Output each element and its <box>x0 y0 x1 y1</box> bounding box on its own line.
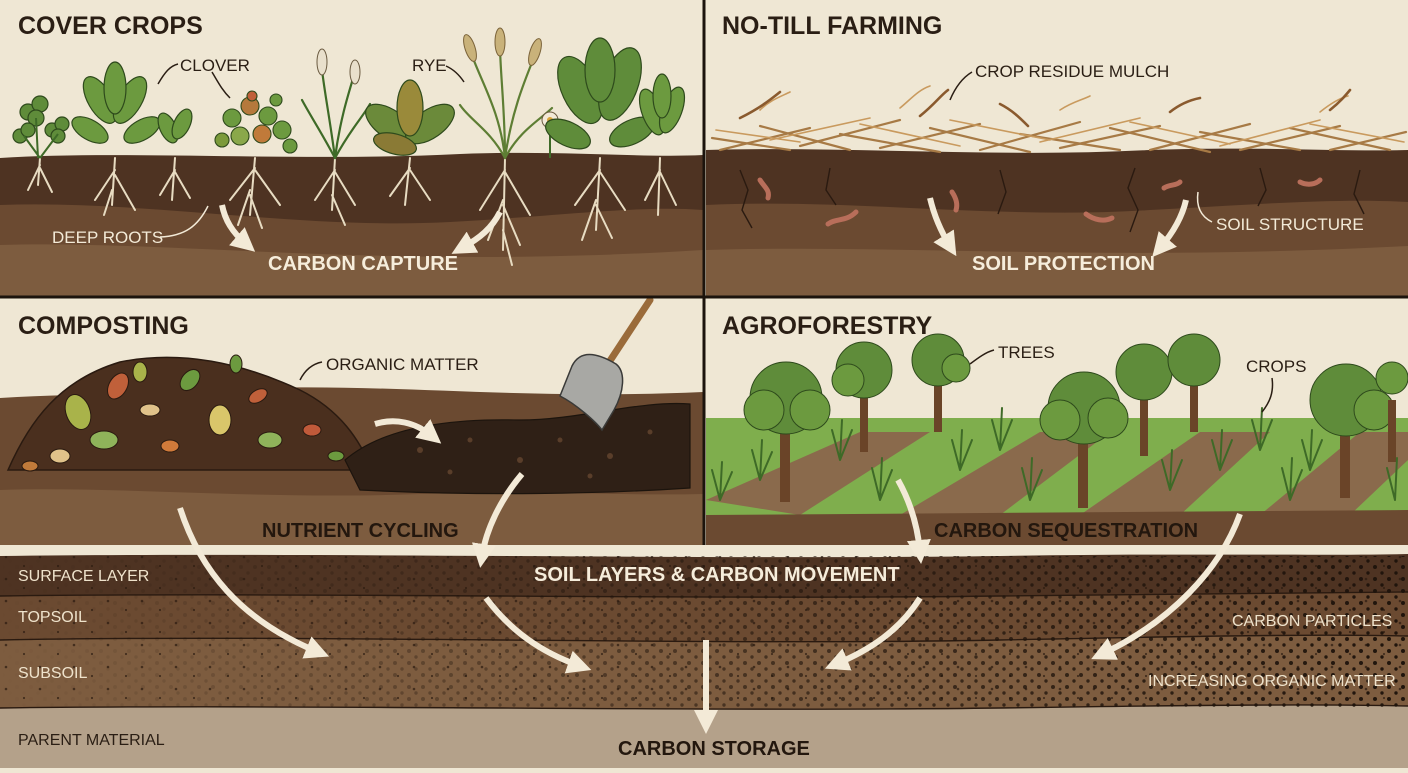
carbon-capture-caption: CARBON CAPTURE <box>268 253 458 275</box>
soil-structure-leader <box>1196 191 1213 223</box>
no-till-arrow-left <box>927 197 957 257</box>
trees-label: TREES <box>998 343 1055 362</box>
crops-leader <box>1261 377 1274 413</box>
panel-composting: COMPOSTING ORGANIC MATTER NUTRIENT CYCLI… <box>0 296 703 545</box>
cover-crops-deep-soil <box>0 244 703 296</box>
field-soil-rows <box>706 432 1408 515</box>
carbon-storage-caption: CARBON STORAGE <box>618 738 810 760</box>
carbon-sequestration-caption: CARBON SEQUESTRATION <box>934 520 1198 542</box>
shovel-icon <box>559 296 654 432</box>
clover-label: CLOVER <box>180 56 250 75</box>
panel-agroforestry: AGROFORESTRY TREES CROPS CARBON SEQUESTR… <box>706 312 1408 545</box>
subsoil-label: SUBSOIL <box>18 665 87 682</box>
panel-cover-crops: COVER CROPS CLOVER RYE DEEP ROOTS CARBON… <box>0 12 703 296</box>
organic-matter-label: ORGANIC MATTER <box>326 355 479 374</box>
agroforestry-title: AGROFORESTRY <box>722 312 933 340</box>
soil-layers-heading: SOIL LAYERS & CARBON MOVEMENT <box>534 564 900 586</box>
composting-title: COMPOSTING <box>18 312 189 340</box>
crop-roots <box>27 157 677 266</box>
surface-layer-label: SURFACE LAYER <box>18 568 149 585</box>
mulch-twigs <box>738 88 1352 128</box>
increasing-organic-matter-label: INCREASING ORGANIC MATTER <box>1148 673 1396 690</box>
trees-leader <box>969 349 995 365</box>
panel-no-till: NO-TILL FARMING CROP RESIDUE MULCH SOIL … <box>706 12 1408 296</box>
deep-roots-leader <box>159 205 209 238</box>
clover-leader-2 <box>211 71 231 99</box>
carbon-movement-arrows <box>177 472 1243 734</box>
panel-dividers <box>0 0 1408 545</box>
soil-structure-label: SOIL STRUCTURE <box>1216 215 1364 234</box>
compost-crumbs <box>417 429 653 479</box>
crop-rows <box>711 407 1398 501</box>
rye-label: RYE <box>412 56 447 75</box>
soil-protection-caption: SOIL PROTECTION <box>972 253 1155 275</box>
compost-scraps <box>21 354 345 472</box>
organic-matter-leader <box>299 361 323 381</box>
agroforestry-trees <box>743 333 1408 508</box>
nutrient-cycling-caption: NUTRIENT CYCLING <box>262 520 459 542</box>
earthworms <box>757 177 1323 227</box>
compost-transfer-arrow <box>374 418 442 444</box>
soil-cracks <box>739 167 1365 233</box>
cover-crop-plants <box>12 27 686 160</box>
parent-material-label: PARENT MATERIAL <box>18 732 165 749</box>
no-till-deep-soil <box>706 246 1408 296</box>
cover-crops-title: COVER CROPS <box>18 12 203 40</box>
no-till-arrow-right <box>1152 199 1189 258</box>
topsoil-label: TOPSOIL <box>18 609 87 626</box>
crops-label: CROPS <box>1246 357 1306 376</box>
deep-roots-label: DEEP ROOTS <box>52 228 163 247</box>
cover-crops-arrow-right <box>451 210 503 254</box>
clover-leader <box>157 63 179 85</box>
carbon-particles-label: CARBON PARTICLES <box>1232 613 1392 630</box>
cover-crops-arrow-left <box>219 204 256 252</box>
composting-deep-soil <box>0 489 703 545</box>
mulch-straw-light <box>715 85 1405 147</box>
parent-material-layer <box>0 704 1408 768</box>
no-till-title: NO-TILL FARMING <box>722 12 942 40</box>
soil-layers: SURFACE LAYER TOPSOIL SUBSOIL PARENT MAT… <box>0 472 1408 768</box>
rye-leader <box>445 65 465 83</box>
crop-residue-mulch-label: CROP RESIDUE MULCH <box>975 62 1169 81</box>
mulch-leader <box>949 71 973 101</box>
